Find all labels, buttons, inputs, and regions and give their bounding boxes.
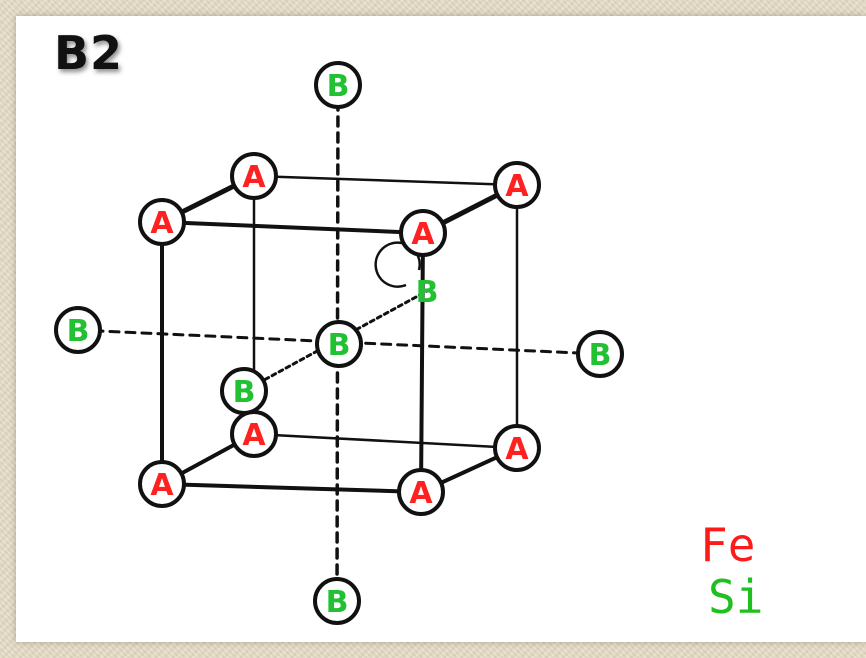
cube-edge-front-bottom: [160, 482, 423, 494]
cube-edge-front-right: [419, 231, 425, 494]
atom-a-label: A: [409, 476, 433, 511]
atom-a-label: A: [505, 432, 529, 467]
atom-a-label: A: [150, 468, 174, 503]
legend-si: Si: [708, 570, 764, 624]
atom-a-label: A: [150, 206, 174, 241]
atom-a-label: A: [505, 169, 529, 204]
atom-b-label: B: [327, 69, 350, 104]
atom-a-front-bottom-right: A: [397, 468, 445, 516]
atom-b-label: B: [67, 314, 90, 349]
atom-b-right: B: [576, 330, 624, 378]
structure-title: B2: [54, 26, 124, 80]
diagram-panel: [16, 16, 866, 642]
atom-a-back-bottom-left: A: [230, 410, 278, 458]
atom-b-label: B: [326, 585, 349, 620]
atom-a-front-top-right: A: [399, 209, 447, 257]
atom-a-back-top-right: A: [493, 161, 541, 209]
cube-edge-front-top: [160, 220, 425, 235]
cube-edge-back-top: [252, 174, 519, 187]
cube-edge-back-bottom: [252, 432, 519, 450]
atom-a-label: A: [242, 418, 266, 453]
atom-b-top: B: [314, 61, 362, 109]
atom-b-label: B: [233, 375, 256, 410]
atom-b-label: B: [328, 328, 351, 363]
atom-b-label: B: [589, 338, 612, 373]
atom-a-front-top-left: A: [138, 198, 186, 246]
atom-b-front: B: [220, 367, 268, 415]
atom-a-label: A: [242, 160, 266, 195]
legend-fe: Fe: [700, 518, 756, 572]
atom-b-label: B: [416, 275, 439, 310]
atom-a-back-top-left: A: [230, 152, 278, 200]
atom-b-bottom: B: [313, 577, 361, 625]
atom-b-center: B: [315, 320, 363, 368]
atom-a-label: A: [411, 217, 435, 252]
atom-a-front-bottom-left: A: [138, 460, 186, 508]
atom-b-left: B: [54, 306, 102, 354]
atom-a-back-bottom-right: A: [493, 424, 541, 472]
